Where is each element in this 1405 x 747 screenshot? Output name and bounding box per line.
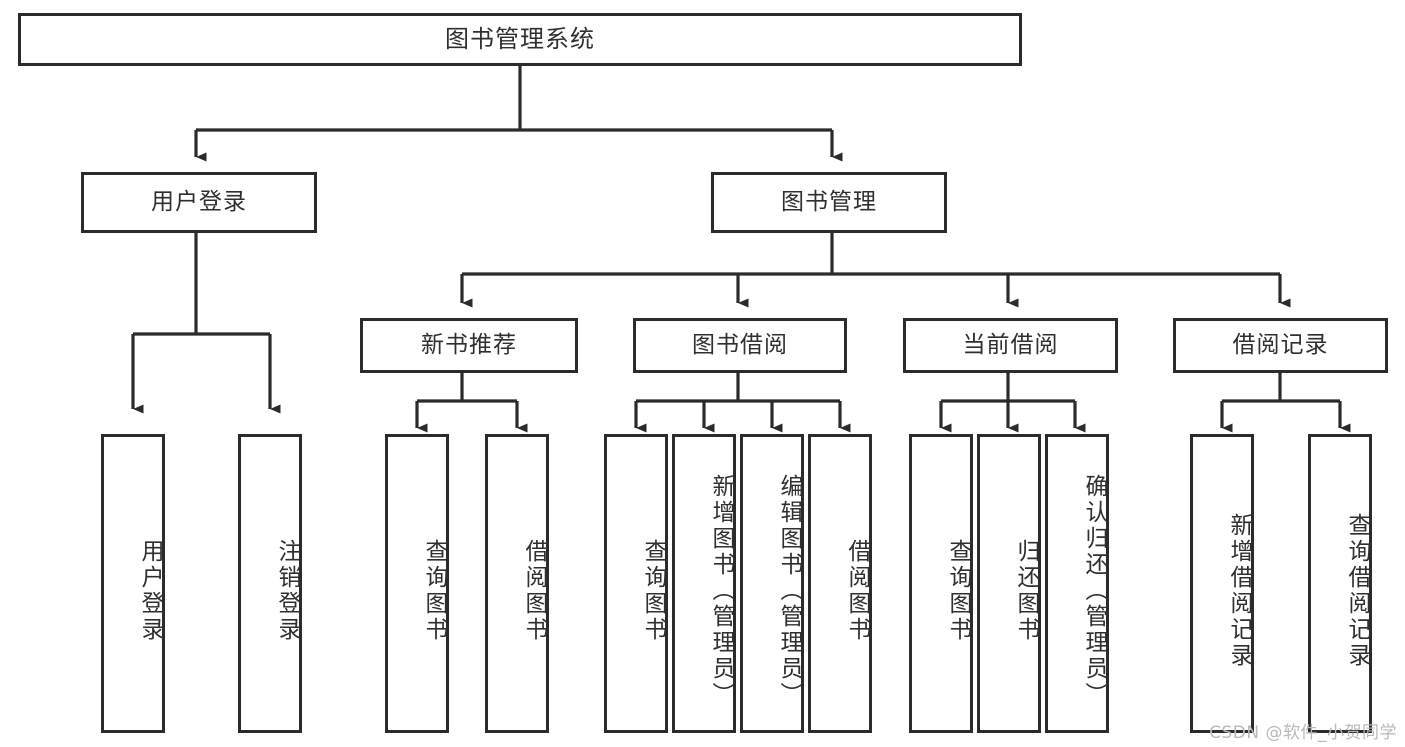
node-current-borrow-label: 当前借阅 (962, 332, 1059, 359)
node-leaf-query-book-2-label: 查询图书 (640, 538, 666, 643)
node-leaf-return-book[interactable]: 归还图书 (977, 434, 1041, 733)
node-leaf-user-login[interactable]: 用户登录 (101, 434, 165, 733)
node-leaf-query-record-label: 查询借阅记录 (1344, 512, 1370, 669)
node-leaf-add-record[interactable]: 新增借阅记录 (1190, 434, 1254, 733)
node-leaf-user-login-label: 用户登录 (137, 538, 163, 643)
node-root-label: 图书管理系统 (445, 24, 595, 53)
node-leaf-confirm-return[interactable]: 确认归还（管理员） (1045, 434, 1109, 733)
node-leaf-borrow-book-1-label: 借阅图书 (521, 538, 547, 643)
node-leaf-add-book[interactable]: 新增图书（管理员） (672, 434, 736, 733)
node-book-borrow-label: 图书借阅 (692, 332, 788, 359)
node-book-manage[interactable]: 图书管理 (711, 172, 947, 233)
node-current-borrow[interactable]: 当前借阅 (903, 318, 1118, 373)
node-leaf-edit-book[interactable]: 编辑图书（管理员） (740, 434, 804, 733)
node-leaf-borrow-book-2[interactable]: 借阅图书 (808, 434, 872, 733)
node-leaf-edit-book-label: 编辑图书（管理员） (776, 473, 802, 708)
node-leaf-borrow-book-1[interactable]: 借阅图书 (485, 434, 549, 733)
watermark: CSDN @软件_小贺同学 (1209, 723, 1397, 743)
node-leaf-query-book-3-label: 查询图书 (945, 538, 971, 643)
node-leaf-add-record-label: 新增借阅记录 (1226, 512, 1252, 669)
node-new-book-recommend-label: 新书推荐 (421, 332, 517, 359)
node-leaf-query-book-1[interactable]: 查询图书 (385, 434, 449, 733)
node-leaf-query-record[interactable]: 查询借阅记录 (1308, 434, 1372, 733)
node-leaf-query-book-3[interactable]: 查询图书 (909, 434, 973, 733)
node-new-book-recommend[interactable]: 新书推荐 (360, 318, 578, 373)
node-root[interactable]: 图书管理系统 (18, 13, 1022, 66)
node-leaf-user-logout-label: 注销登录 (274, 538, 300, 643)
node-leaf-query-book-2[interactable]: 查询图书 (604, 434, 668, 733)
node-user-login-label: 用户登录 (151, 189, 247, 216)
node-book-borrow[interactable]: 图书借阅 (633, 318, 847, 373)
node-user-login[interactable]: 用户登录 (81, 172, 317, 233)
node-leaf-confirm-return-label: 确认归还（管理员） (1081, 473, 1107, 708)
node-leaf-return-book-label: 归还图书 (1013, 538, 1039, 643)
node-leaf-user-logout[interactable]: 注销登录 (238, 434, 302, 733)
node-leaf-query-book-1-label: 查询图书 (421, 538, 447, 643)
node-leaf-borrow-book-2-label: 借阅图书 (844, 538, 870, 643)
node-borrow-record[interactable]: 借阅记录 (1173, 318, 1388, 373)
node-borrow-record-label: 借阅记录 (1232, 332, 1329, 359)
node-leaf-add-book-label: 新增图书（管理员） (708, 473, 734, 708)
node-book-manage-label: 图书管理 (781, 189, 877, 216)
